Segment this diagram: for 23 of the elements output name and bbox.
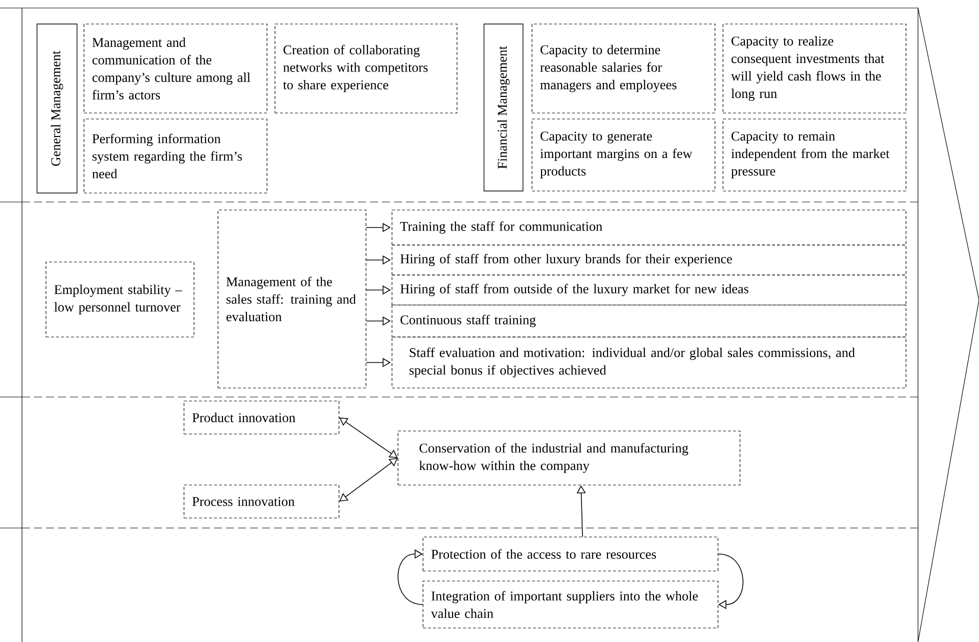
text-box: Staff evaluation and motivation: individual and/or global sales commissions, and special bonus if objectives achieved: [392, 336, 906, 388]
text-box: Management of the sales staff: training and evaluation: [218, 210, 366, 388]
text-box: Hiring of staff from outside of the luxury market for new ideas: [392, 274, 906, 306]
curved-arrow: [718, 554, 744, 610]
text-box: Integration of important suppliers into the whole value chain: [422, 580, 718, 628]
text-box: Performing information system regarding the firm’s need: [84, 118, 268, 194]
text-box: Continuous staff training: [392, 304, 906, 338]
text-box: Process innovation: [184, 484, 340, 518]
curved-arrow: [398, 549, 424, 605]
text-box: Employment stability – low personnel turnover: [46, 262, 194, 338]
text-box: Creation of collaborating networks with competitors to share experience: [274, 24, 458, 114]
text-box: Product innovation: [184, 400, 340, 434]
text-box: Management and communication of the company’s culture among all firm’s actors: [84, 24, 268, 114]
category-label-box: Financial Management: [484, 24, 524, 192]
text-box: Conservation of the industrial and manufacturing know-how within the company: [398, 430, 740, 486]
text-box: Capacity to remain independent from the market pressure: [722, 118, 906, 192]
text-box: Capacity to generate important margins on a few products: [532, 118, 716, 192]
category-label-box: General Management: [36, 24, 78, 194]
text-box: Capacity to realize consequent investments that will yield cash flows in the long run: [722, 24, 906, 114]
text-box: Capacity to determine reasonable salaries for managers and employees: [532, 24, 716, 114]
text-box: Training the staff for communication: [392, 210, 906, 246]
text-box: Protection of the access to rare resources: [422, 536, 718, 572]
text-box: Hiring of staff from other luxury brands for their experience: [392, 244, 906, 276]
